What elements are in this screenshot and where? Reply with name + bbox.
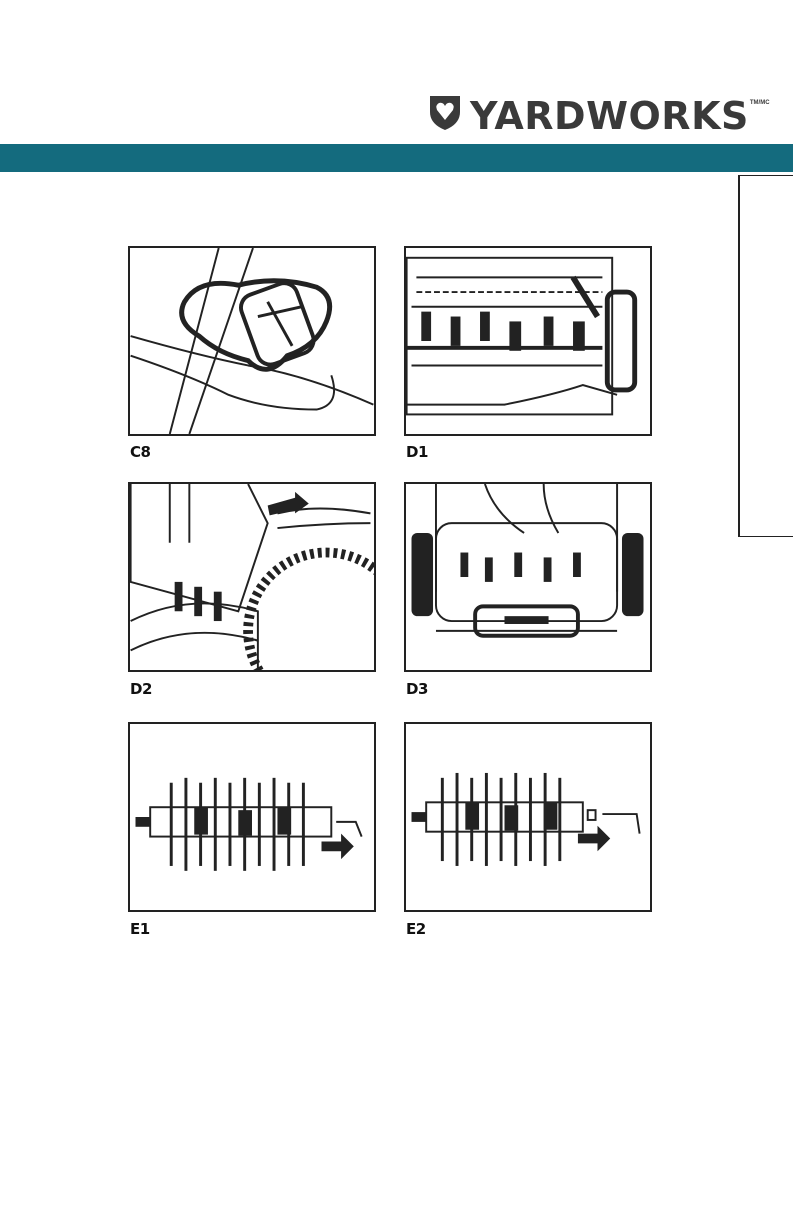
figure-caption: E2 — [406, 920, 426, 938]
trademark-mark: TM/MC — [750, 100, 770, 106]
tine-reel-illustration — [130, 724, 374, 910]
reel-lift-illustration — [406, 484, 650, 670]
figure-e1 — [128, 722, 376, 912]
rake-housing-illustration — [406, 248, 650, 434]
side-tab — [738, 175, 793, 537]
header-band — [0, 144, 793, 172]
figure-caption: D2 — [130, 680, 152, 698]
figure-caption: E1 — [130, 920, 150, 938]
figure-d1 — [404, 246, 652, 436]
figure-caption: D1 — [406, 443, 428, 461]
tine-reel-separated-illustration — [406, 724, 650, 910]
brand-logo: YARDWORKS TM/MC — [428, 92, 770, 140]
wheel-removal-illustration — [130, 484, 374, 670]
figure-caption: D3 — [406, 680, 428, 698]
figure-d3 — [404, 482, 652, 672]
brand-wordmark: YARDWORKS — [470, 92, 749, 140]
figure-d2 — [128, 482, 376, 672]
figure-c8 — [128, 246, 376, 436]
figure-caption: C8 — [130, 443, 150, 461]
shield-heart-icon — [428, 92, 462, 132]
strap-clip-illustration — [130, 248, 374, 434]
figure-e2 — [404, 722, 652, 912]
